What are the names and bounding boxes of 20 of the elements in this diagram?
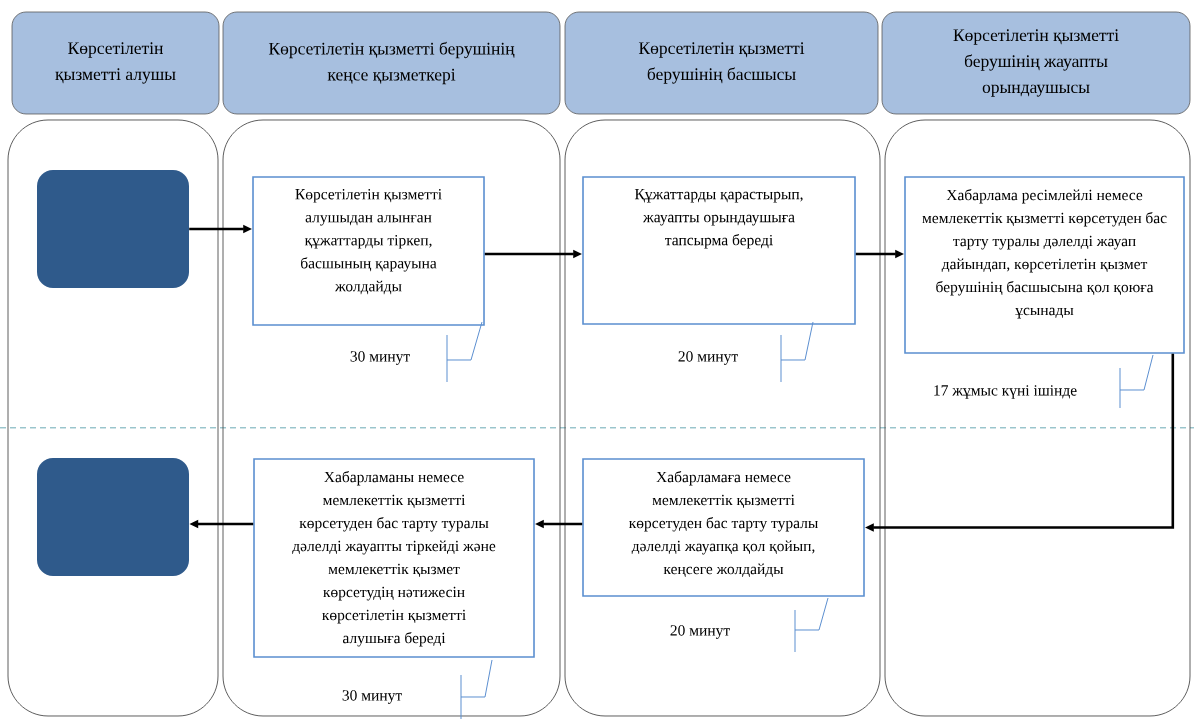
lane-body: [564, 119, 881, 717]
process-box: Құжаттарды қарастырып, жауапты орындаушыға тапсырма береді: [582, 176, 856, 325]
process-box: Көрсетілетін қызметті алушыдан алынған құжаттарды тіркеп, басшының қарауына жолдайды: [252, 176, 485, 326]
terminal-box: [37, 170, 189, 288]
duration-label: 30 минут: [342, 690, 402, 704]
terminal-box: [37, 458, 189, 576]
duration-label: 20 минут: [670, 625, 730, 639]
lane-header: Көрсетілетін қызметті берушінің кеңсе қызметкері: [222, 11, 561, 115]
process-box: Хабарламаға немесе мемлекеттік қызметті көрсетуден бас тарту туралы дәлелді жауапқа қол қойып, кеңсеге жолдайды: [582, 458, 865, 597]
lane-header: Көрсетілетін қызметті берушінің басшысы: [564, 11, 879, 115]
process-box: Хабарламаны немесе мемлекеттік қызметті көрсетуден бас тарту туралы дәлелді жауапты тіркейді және мемлекеттік қызмет көрсетудің нәтижесін көрсетілетін қызметті алушыға береді: [253, 458, 535, 658]
duration-label: 30 минут: [350, 351, 410, 365]
lane-body: [7, 119, 219, 717]
lane-body: [222, 119, 561, 717]
duration-label: 20 минут: [678, 351, 738, 365]
duration-label: 17 жұмыс күні ішінде: [934, 385, 1077, 399]
lane-header: Көрсетілетін қызметті берушінің жауапты орындаушысы: [881, 11, 1191, 115]
lane-body: [884, 119, 1191, 717]
process-box: Хабарлама ресімлейлі немесе мемлекеттік қызметті көрсетуден бас тарту туралы дәлелді жауап дайындап, көрсетілетін қызмет берушінің басшысына қол қоюға ұсынады: [904, 176, 1185, 354]
lane-header: Көрсетілетін қызметті алушы: [11, 11, 220, 115]
